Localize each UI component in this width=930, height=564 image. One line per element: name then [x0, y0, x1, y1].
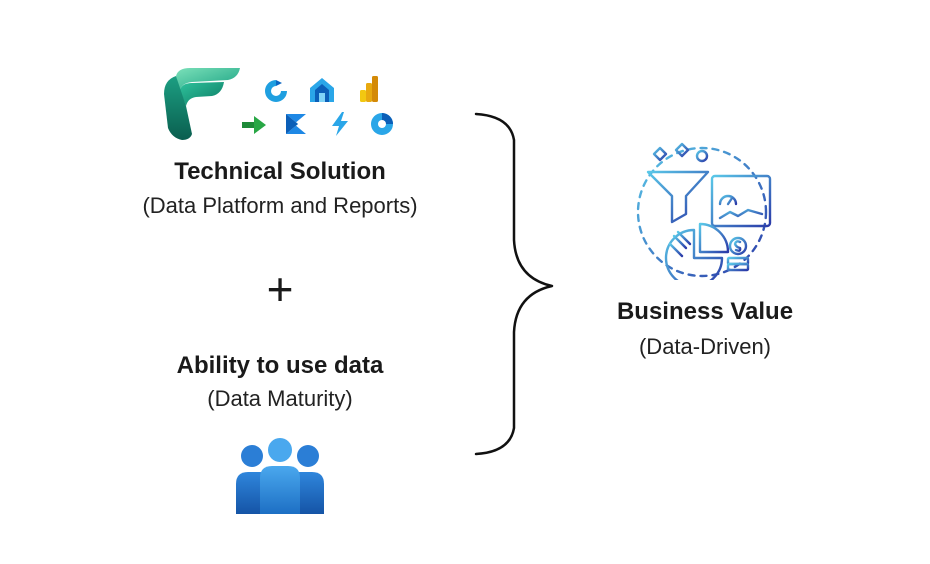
- fabric-logo-icon: [164, 68, 240, 140]
- people-group-icon: [236, 438, 324, 514]
- data-warehouse-icon: [310, 78, 334, 102]
- data-pipeline-icon: [242, 116, 266, 134]
- business-value-title: Business Value: [616, 298, 794, 325]
- synapse-icon: [286, 114, 306, 134]
- data-factory-icon: [265, 80, 287, 102]
- data-analytics-icon: [636, 142, 772, 280]
- curly-brace: [474, 112, 554, 456]
- plus-operator: +: [266, 263, 294, 315]
- technical-solution-subtitle: (Data Platform and Reports): [142, 193, 418, 218]
- technical-solution-title: Technical Solution: [174, 158, 386, 185]
- data-science-icon: [371, 113, 393, 135]
- ability-subtitle: (Data Maturity): [207, 386, 353, 411]
- ability-title: Ability to use data: [176, 352, 384, 379]
- business-value-subtitle: (Data-Driven): [638, 334, 772, 359]
- real-time-analytics-icon: [332, 112, 348, 136]
- power-bi-icon: [360, 76, 378, 102]
- technical-icons: [160, 62, 410, 144]
